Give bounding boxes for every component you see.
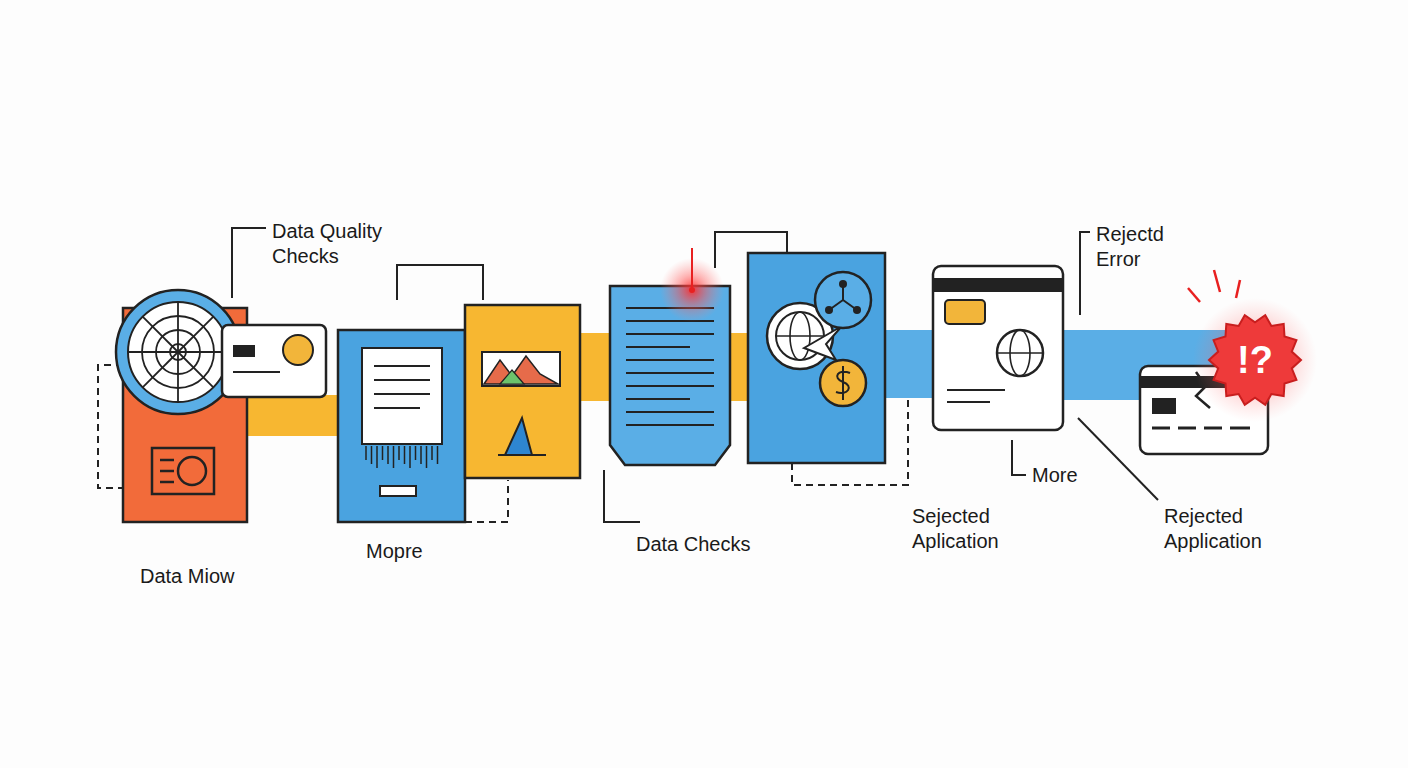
red-marker (691, 248, 693, 290)
callout-label: Data Checks (636, 532, 796, 557)
fringe-stroke (376, 446, 378, 468)
alert-rays (1188, 270, 1240, 302)
report-line (626, 372, 714, 374)
triangle-icon (505, 418, 532, 455)
callout-label: Rejectd Error (1096, 222, 1186, 272)
dollar-sign (836, 366, 850, 400)
id-icon (152, 448, 214, 494)
paper-lines (374, 366, 430, 408)
report-line (626, 398, 690, 400)
card-chip (233, 345, 255, 357)
callout-label: More (1032, 463, 1112, 488)
fringe-stroke (404, 446, 406, 464)
card-lines (947, 390, 1005, 402)
card-icon (222, 325, 326, 397)
globe-icon (776, 335, 824, 337)
report-line (626, 385, 714, 387)
chart-icon (482, 352, 560, 386)
callout-label: Sejected Aplication (912, 504, 1037, 554)
blue-band (880, 330, 940, 398)
blue-box (748, 253, 885, 463)
wheel (128, 302, 228, 402)
blue-band (1060, 330, 1150, 400)
card-stripe (933, 278, 1063, 292)
blue-box (338, 330, 465, 522)
spoke (143, 317, 178, 352)
spoke (177, 352, 179, 402)
callout-label: Rejected Application (1164, 504, 1304, 554)
card-panel (933, 266, 1063, 430)
fringe-stroke (431, 446, 433, 460)
fringe-stroke (415, 446, 417, 460)
globe-icon (997, 330, 1043, 376)
report-line (626, 411, 714, 413)
spoke (177, 302, 179, 352)
id-icon (160, 459, 174, 462)
spoke (178, 352, 213, 387)
card-line (233, 371, 280, 373)
fringe-stroke (387, 446, 389, 464)
network-node (839, 280, 847, 288)
fringe-stroke (382, 446, 384, 460)
mountain-icon (500, 370, 524, 384)
spoke (143, 352, 178, 387)
fringe-stroke (371, 446, 373, 464)
callout-label: Mopre (366, 539, 486, 564)
card-chip (1152, 398, 1176, 414)
card-chip (945, 300, 985, 324)
paper-fringe (366, 446, 438, 468)
report-lines (626, 308, 714, 425)
card-dashes (1152, 427, 1250, 430)
cursor-icon (804, 326, 842, 360)
network-node (825, 306, 833, 314)
report-line (626, 333, 714, 335)
network-icon (815, 272, 871, 328)
mountain-icon (484, 356, 558, 384)
spoke (128, 351, 178, 353)
spoke (178, 317, 213, 352)
red-glow (1193, 298, 1317, 422)
report-line (626, 359, 714, 361)
slot (380, 486, 416, 496)
red-marker (689, 287, 695, 293)
yellow-box (465, 305, 580, 478)
fringe-stroke (393, 446, 395, 468)
spoke (178, 351, 228, 353)
network-node (853, 306, 861, 314)
report-line (626, 346, 690, 348)
leader-lines (232, 228, 1158, 522)
fringe-stroke (398, 446, 400, 460)
triangle-base (498, 454, 546, 456)
alert-badge: !? (1205, 312, 1305, 408)
id-icon (178, 457, 206, 485)
id-icon (160, 481, 174, 484)
callout-label: Data Miow (140, 564, 280, 589)
globe-icon (997, 352, 1043, 354)
fringe-stroke (365, 446, 367, 460)
report-line (626, 424, 714, 426)
alert-text: !? (1205, 312, 1305, 408)
fringe-stroke (420, 446, 422, 464)
fringe-stroke (437, 446, 439, 464)
callout-label: Data Quality Checks (272, 219, 407, 269)
coin-icon (820, 360, 866, 406)
paper-icon (362, 348, 442, 444)
coin-icon (283, 335, 313, 365)
fringe-stroke (409, 446, 411, 468)
id-icon (160, 470, 174, 473)
fringe-stroke (426, 446, 428, 468)
wheel-spokes (128, 302, 228, 402)
yellow-band (240, 395, 340, 436)
